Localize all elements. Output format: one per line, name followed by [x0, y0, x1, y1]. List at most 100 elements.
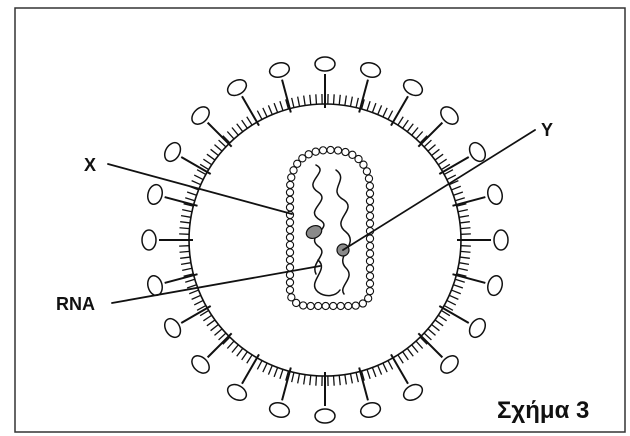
capsid-bead [322, 302, 329, 309]
membrane-tick [298, 97, 300, 107]
membrane-tick [345, 96, 346, 106]
membrane-tick [227, 132, 234, 139]
membrane-tick [435, 154, 443, 160]
capsid-bead [288, 174, 295, 181]
membrane-tick [403, 120, 409, 128]
membrane-tick [214, 145, 222, 152]
capsid-bead [312, 148, 319, 155]
capsid-bead [366, 205, 373, 212]
membrane-tick [447, 300, 456, 304]
membrane-tick [460, 257, 470, 258]
spike-icon [391, 77, 425, 126]
membrane-tick [407, 348, 413, 356]
membrane-tick [432, 324, 440, 330]
membrane-tick [232, 345, 238, 353]
spike-icon [418, 333, 461, 376]
capsid-bead [366, 190, 373, 197]
membrane-tick [185, 279, 195, 282]
membrane-tick [268, 365, 272, 374]
capsid-bead [366, 288, 373, 295]
capsid-bead [360, 161, 367, 168]
label-y: Y [541, 120, 553, 140]
capsid-bead [337, 302, 344, 309]
spike-icon [439, 140, 488, 174]
membrane-tick [339, 375, 340, 385]
spike-icon [142, 230, 193, 250]
capsid-bead [366, 212, 373, 219]
membrane-tick [274, 103, 277, 112]
membrane-tick [461, 251, 471, 252]
membrane-tick [459, 263, 469, 265]
spike-icon [439, 306, 488, 340]
membrane-tick [407, 124, 413, 132]
membrane-tick [180, 257, 190, 258]
membrane-tick [378, 365, 382, 374]
membrane-tick [458, 210, 468, 212]
capsid-icon [286, 146, 373, 309]
capsid-bead [286, 204, 293, 211]
membrane-tick [438, 159, 446, 165]
capsid-bead [315, 302, 322, 309]
membrane-tick [383, 108, 387, 117]
membrane-tick [316, 94, 317, 104]
membrane-tick [460, 222, 470, 223]
membrane-tick [453, 192, 462, 195]
label-x: X [84, 155, 96, 175]
membrane-tick [350, 374, 352, 384]
membrane-tick [339, 95, 340, 105]
capsid-bead [286, 189, 293, 196]
spike-icon [225, 354, 259, 403]
membrane-tick [316, 376, 317, 386]
membrane-tick [180, 251, 190, 252]
capsid-bead [366, 220, 373, 227]
membrane-tick [458, 268, 468, 270]
membrane-tick [263, 108, 267, 117]
spike-icon [457, 230, 508, 250]
spike-icon [189, 104, 232, 147]
membrane-tick [455, 279, 465, 282]
membrane-tick [237, 348, 243, 356]
membrane-tick [334, 94, 335, 104]
membrane-tick [451, 186, 460, 190]
capsid-bead [334, 147, 341, 154]
membrane-tick [416, 132, 423, 139]
membrane-tick [310, 95, 311, 105]
spike-icon [225, 77, 259, 126]
membrane-tick [247, 355, 252, 363]
membrane-tick [187, 192, 196, 195]
spike-icon [189, 333, 232, 376]
membrane-tick [292, 98, 294, 108]
spike-icon [162, 140, 211, 174]
spike-icon [391, 354, 425, 403]
membrane-tick [211, 149, 219, 155]
capsid-bead [366, 273, 373, 280]
membrane-tick [242, 352, 248, 360]
membrane-tick [398, 355, 403, 363]
membrane-tick [459, 216, 469, 218]
membrane-tick [432, 149, 440, 155]
capsid-bead [365, 175, 372, 182]
membrane-tick [435, 320, 443, 326]
capsid-bead [288, 294, 295, 301]
membrane-tick [203, 159, 211, 165]
capsid-bead [286, 226, 293, 233]
capsid-bead [287, 181, 294, 188]
membrane-tick [453, 285, 462, 288]
capsid-bead [366, 250, 373, 257]
membrane-tick [207, 154, 215, 160]
capsid-bead [286, 234, 293, 241]
membrane-tick [189, 290, 198, 294]
label-rna: RNA [56, 294, 95, 314]
membrane-tick [194, 300, 203, 304]
membrane-tick [242, 120, 248, 128]
membrane-tick [232, 128, 238, 136]
capsid-bead [286, 286, 293, 293]
membrane-tick [388, 111, 393, 120]
membrane-tick [304, 375, 305, 385]
membrane-tick [292, 372, 294, 382]
rna-strand-3 [315, 260, 340, 296]
membrane-tick [280, 369, 283, 379]
membrane-tick [403, 352, 409, 360]
capsid-bead [359, 300, 366, 307]
membrane-tick [455, 198, 465, 201]
